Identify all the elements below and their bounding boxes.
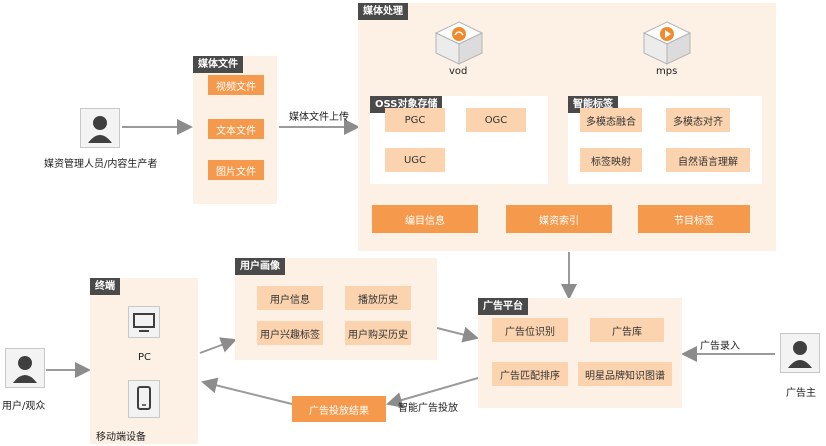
media-processing-header: 媒体处理 — [358, 3, 408, 20]
play-history-box: 播放历史 — [345, 286, 411, 310]
tag-mapping: 标签映射 — [580, 148, 642, 172]
advertiser-avatar — [780, 333, 820, 373]
user-profile-header: 用户画像 — [235, 258, 285, 275]
tag-multimodal-alignment: 多模态对齐 — [666, 108, 730, 132]
ad-slot-recognition-box: 广告位识别 — [492, 318, 568, 342]
mobile-phone-icon — [137, 386, 151, 410]
catalog-info-box: 编目信息 — [372, 205, 478, 233]
media-index-box: 媒资索引 — [506, 205, 612, 233]
ad-result-box: 广告投放结果 — [292, 396, 386, 422]
user-profile-panel: 用户画像 用户信息 播放历史 用户兴趣标签 用户购买历史 — [235, 258, 437, 360]
user-interest-tags-box: 用户兴趣标签 — [257, 321, 323, 345]
ogc-box: OGC — [466, 108, 526, 132]
viewer-avatar — [5, 348, 45, 388]
ad-platform-header: 广告平台 — [478, 298, 528, 315]
terminal-panel: 终端 PC 移动端设备 — [90, 278, 198, 444]
tag-nlu: 自然语言理解 — [666, 148, 750, 172]
user-purchase-history-box: 用户购买历史 — [345, 321, 411, 345]
smart-tags-panel: 智能标签 多模态融合 多模态对齐 标签映射 自然语言理解 — [568, 96, 762, 184]
operator-label: 媒资管理人员/内容生产者 — [44, 159, 158, 170]
media-processing-panel: 媒体处理 vod mps OSS对象存储 PGC OGC UGC 智能标签 多模… — [358, 3, 776, 251]
ad-match-ranking-box: 广告匹配排序 — [492, 362, 568, 386]
pgc-box: PGC — [385, 108, 445, 132]
person-icon — [788, 341, 812, 368]
media-files-panel: 媒体文件 视频文件 文本文件 图片文件 — [193, 56, 277, 204]
user-info-box: 用户信息 — [257, 286, 323, 310]
video-files-box: 视频文件 — [208, 75, 264, 95]
image-files-box: 图片文件 — [208, 160, 264, 180]
pc-icon-frame — [128, 306, 160, 338]
pc-label: PC — [138, 352, 152, 363]
smart-ad-label: 智能广告投放 — [398, 403, 458, 414]
terminal-header: 终端 — [90, 278, 120, 295]
mps-label: mps — [656, 66, 678, 77]
ad-platform-panel: 广告平台 广告位识别 广告库 广告匹配排序 明星品牌知识图谱 — [478, 298, 682, 408]
text-files-box: 文本文件 — [208, 119, 264, 139]
viewer-label: 用户/观众 — [2, 401, 46, 412]
upload-label: 媒体文件上传 — [289, 112, 349, 123]
oss-panel: OSS对象存储 PGC OGC UGC — [370, 96, 548, 184]
media-files-header: 媒体文件 — [193, 56, 243, 73]
vod-cube-icon — [434, 21, 484, 65]
ad-library-box: 广告库 — [590, 318, 664, 342]
vod-label: vod — [449, 66, 468, 77]
mobile-icon-frame — [128, 380, 160, 418]
celebrity-brand-kg-box: 明星品牌知识图谱 — [578, 362, 672, 386]
program-tags-box: 节目标签 — [638, 205, 750, 233]
mobile-label: 移动端设备 — [96, 432, 146, 443]
ugc-box: UGC — [385, 148, 445, 172]
mps-cube-icon — [642, 21, 692, 65]
monitor-icon — [133, 313, 155, 332]
person-icon — [13, 356, 37, 383]
ad-entry-label: 广告录入 — [700, 341, 740, 352]
tag-multimodal-fusion: 多模态融合 — [580, 108, 642, 132]
person-icon — [88, 116, 112, 143]
advertiser-label: 广告主 — [786, 388, 816, 399]
operator-avatar — [80, 108, 120, 148]
